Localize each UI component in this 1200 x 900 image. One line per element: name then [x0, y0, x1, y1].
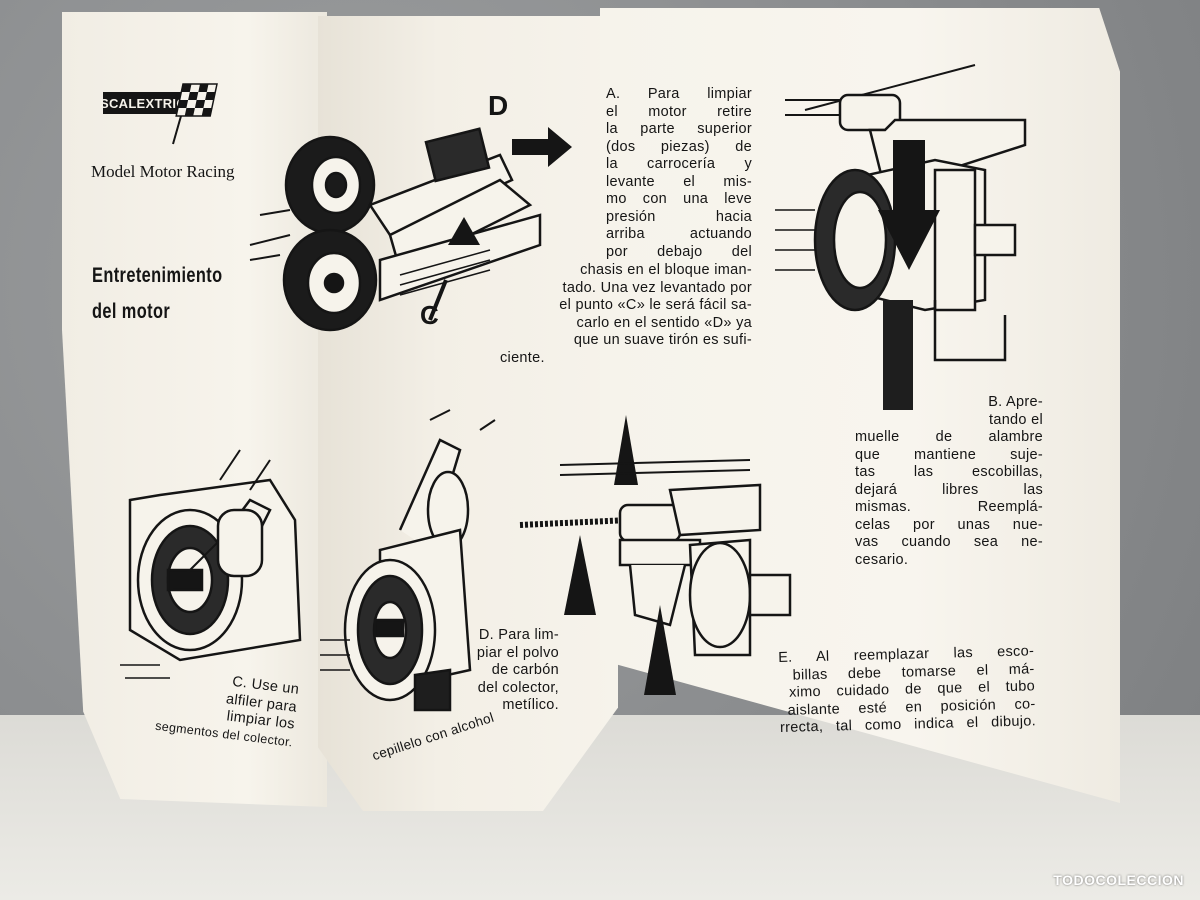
insulator-tube-illustration — [519, 415, 792, 695]
text-line: A. Para limpiar — [606, 86, 752, 102]
down-arrow-icon — [878, 140, 940, 270]
section-title-line: del motor — [92, 300, 171, 323]
step-d-text: D. Para lim- piar el polvo de carbón del… — [425, 627, 559, 715]
scalextric-logo: SCALEXTRIC — [100, 82, 221, 154]
text-line: ciente. — [500, 349, 545, 366]
checkered-flag-icon: SCALEXTRIC — [100, 83, 218, 145]
step-a-text-lower: chasis en el bloque iman- tado. Una vez … — [500, 262, 752, 367]
leaflet-panel-right — [600, 8, 1120, 803]
text-line: carlo en el sentido «D» ya — [576, 314, 752, 331]
motor-brush-illustration — [775, 64, 1027, 410]
brush-icon — [883, 300, 913, 410]
collector-brush-illustration — [320, 409, 496, 712]
text-line: muelle de alambre — [855, 429, 1043, 445]
car-chassis-illustration — [249, 127, 542, 332]
text-line: la carrocería y — [606, 156, 752, 172]
text-line: tando el — [989, 411, 1043, 428]
watermark: TODOCOLECCION — [1053, 872, 1184, 888]
leaflet-panel-left — [62, 12, 327, 807]
text-line: el punto «C» le será fácil sa- — [559, 297, 752, 313]
text-line: tado. Una vez levantado por — [562, 279, 752, 296]
text-line: (dos piezas) de — [606, 138, 752, 155]
right-arrow-icon — [512, 127, 572, 167]
text-line: del colector, — [477, 679, 559, 696]
text-line: tas las escobillas, — [855, 464, 1043, 480]
up-arrow-icon — [564, 535, 596, 615]
down-arrow-icon — [614, 415, 638, 485]
text-line: D. Para lim- — [478, 627, 559, 643]
text-line: mo con una leve — [606, 191, 752, 207]
text-line: vas cuando sea ne- — [855, 534, 1043, 550]
text-line: arriba actuando — [606, 226, 752, 242]
up-arrow-icon — [448, 217, 480, 245]
text-line: presión hacia — [606, 208, 752, 225]
label-d: D — [488, 90, 509, 121]
text-line: el motor retire — [606, 103, 752, 120]
logo-text: SCALEXTRIC — [100, 96, 186, 111]
c-pointer-line — [428, 279, 448, 321]
step-e-text: E. Al reemplazar las esco- billas debe t… — [778, 643, 1036, 737]
text-line: dejará libres las — [855, 481, 1043, 498]
text-line: mismas. Reemplá- — [855, 499, 1043, 515]
section-title: Entretenimiento del motor — [92, 258, 223, 330]
text-line: metílico. — [502, 697, 559, 713]
step-b-text: B. Apre- tando el muelle de alambre que … — [855, 394, 1043, 569]
text-line: levante el mis- — [606, 173, 752, 190]
text-line: celas por unas nue- — [855, 516, 1043, 533]
up-arrow-icon — [644, 605, 676, 695]
text-line: B. Apre- — [988, 394, 1043, 410]
label-c: C — [420, 300, 439, 330]
text-line: que mantiene suje- — [855, 446, 1043, 463]
section-title-line: Entretenimiento — [92, 264, 223, 287]
text-line: piar el polvo — [476, 644, 559, 661]
text-line: que un suave tirón es sufi- — [573, 332, 752, 348]
text-line: de carbón — [491, 662, 559, 678]
text-line: por debajo del — [606, 243, 752, 260]
step-a-text-upper: A. Para limpiar el motor retire la parte… — [606, 86, 752, 261]
brand-tagline: Model Motor Racing — [91, 162, 235, 181]
text-line: cesario. — [855, 551, 909, 568]
text-line: la parte superior — [606, 121, 752, 137]
collector-pin-illustration — [120, 449, 302, 679]
text-line: chasis en el bloque iman- — [580, 262, 752, 278]
